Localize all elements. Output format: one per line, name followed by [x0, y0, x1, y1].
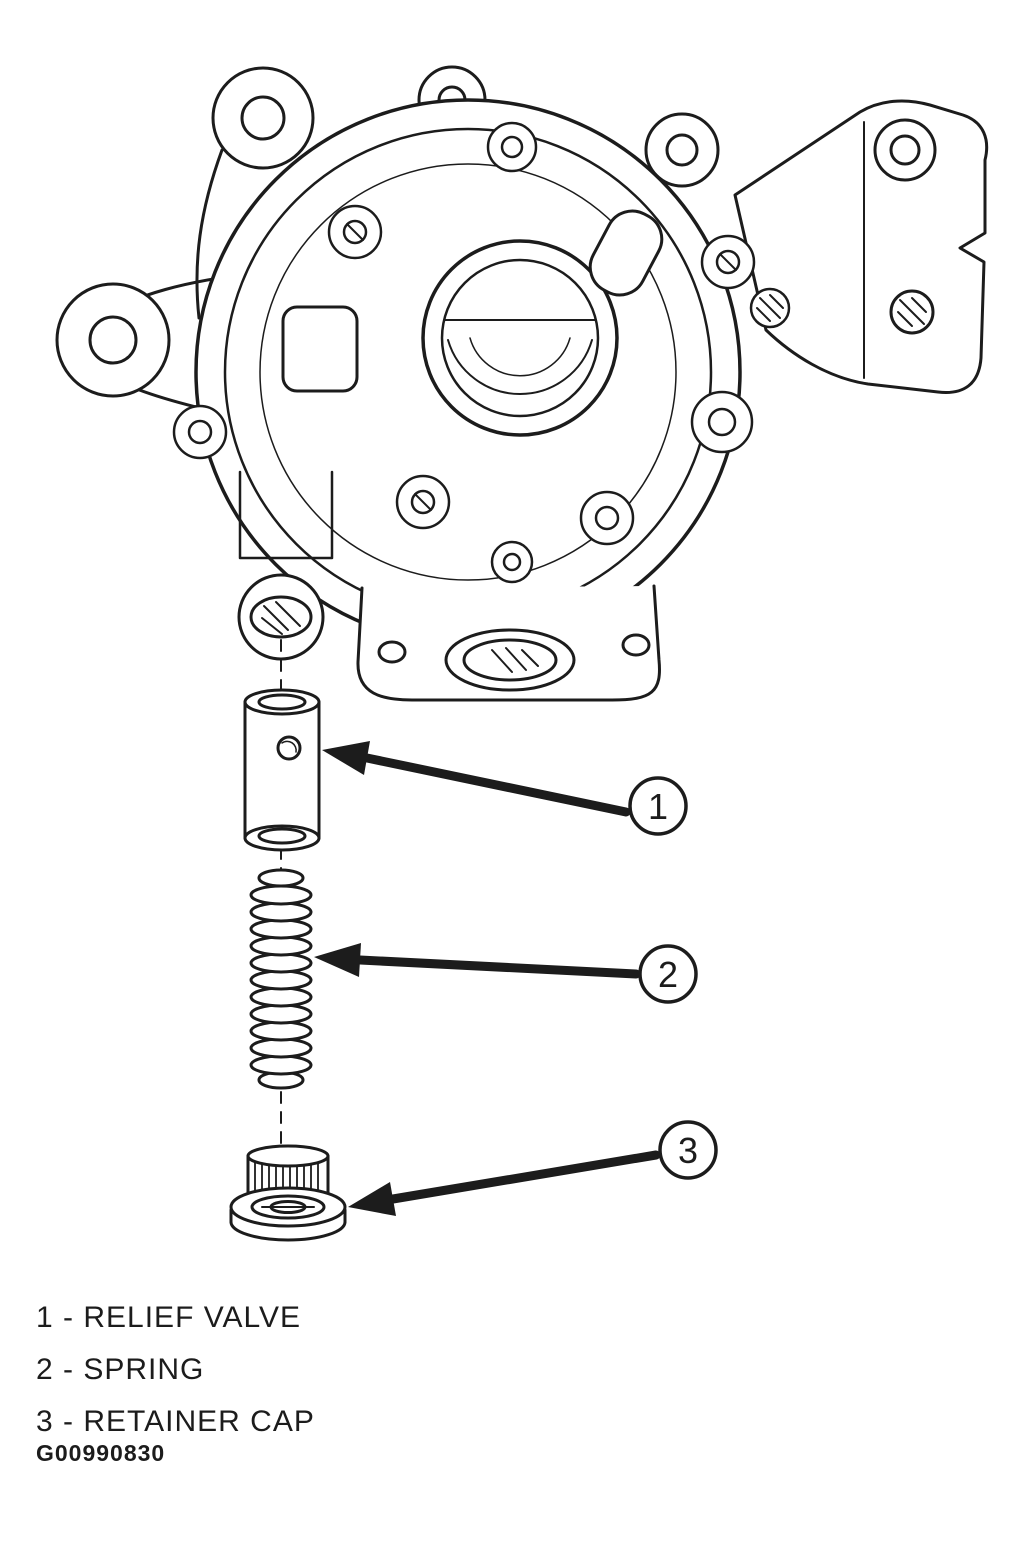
callout-3-number: 3: [678, 1130, 698, 1171]
retainer-cap-drawing: [229, 1144, 347, 1242]
legend-row-2: 2 - SPRING: [36, 1344, 315, 1396]
bolt-holes: [172, 121, 791, 584]
legend-separator: -: [53, 1301, 84, 1334]
legend-number: 2: [36, 1353, 54, 1386]
legend-separator: -: [53, 1405, 84, 1438]
callout-arrows: [314, 741, 661, 1216]
legend-separator: -: [53, 1353, 84, 1386]
figure-code: G00990830: [36, 1440, 166, 1466]
legend-row-3: 3 - RETAINER CAP: [36, 1396, 315, 1448]
arrow-2-icon: [314, 943, 641, 979]
legend-number: 3: [36, 1405, 54, 1438]
legend: 1 - RELIEF VALVE 2 - SPRING 3 - RETAINER…: [36, 1292, 315, 1448]
central-bore: [421, 239, 619, 437]
arrow-3-icon: [348, 1150, 661, 1216]
pump-housing-drawing: [55, 65, 989, 702]
legend-label: RELIEF VALVE: [83, 1301, 301, 1334]
legend-label: RETAINER CAP: [83, 1405, 315, 1438]
mounting-boss-top-left: [195, 66, 315, 320]
cap-thread-lines: [254, 1152, 319, 1199]
outlet-flange: [356, 584, 661, 702]
face-opening-square: [281, 305, 359, 393]
relief-valve-drawing: [243, 688, 321, 852]
callout-2-number: 2: [658, 954, 678, 995]
callout-3: 3: [658, 1120, 718, 1180]
arrow-1-icon: [322, 741, 631, 817]
face-slot-kidney: [588, 209, 664, 297]
mounting-boss-top-right: [644, 112, 720, 188]
callout-1-number: 1: [648, 786, 668, 827]
mounting-bracket-right: [733, 99, 989, 394]
callout-2: 2: [638, 944, 698, 1004]
spring-drawing: [249, 868, 313, 1090]
legend-number: 1: [36, 1301, 54, 1334]
legend-row-1: 1 - RELIEF VALVE: [36, 1292, 315, 1344]
callout-1: 1: [628, 776, 688, 836]
legend-label: SPRING: [83, 1353, 205, 1386]
